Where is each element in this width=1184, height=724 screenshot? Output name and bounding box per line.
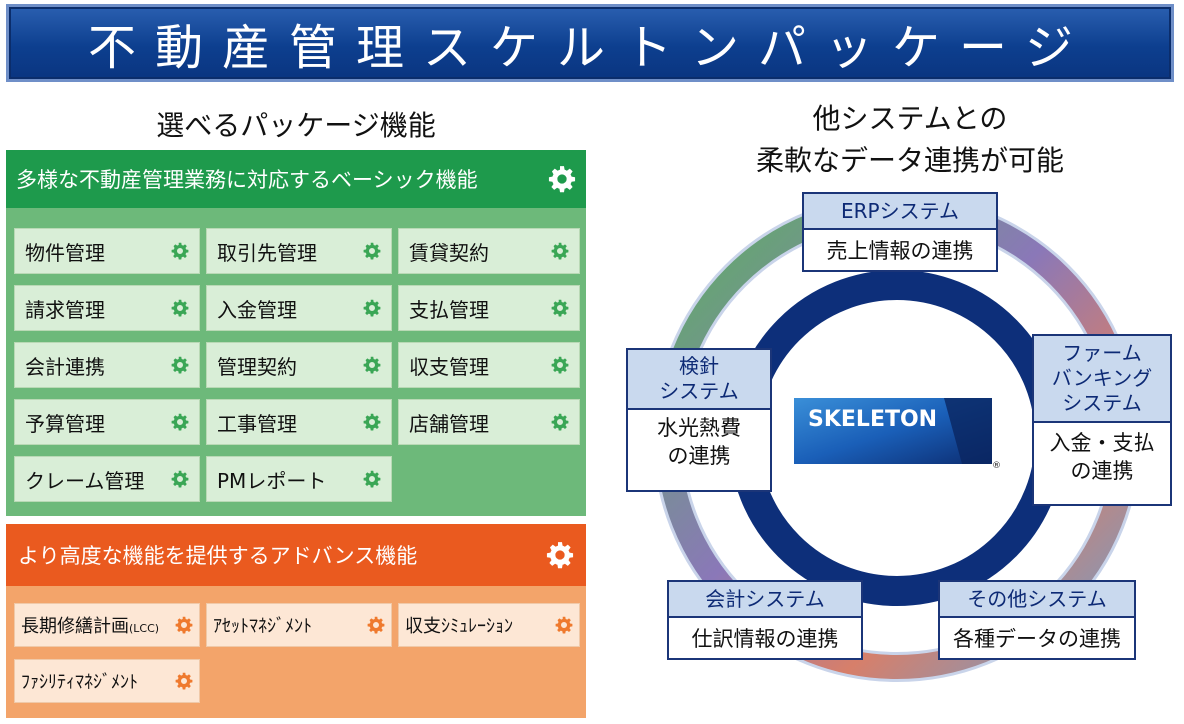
right-heading-line2: 柔軟なデータ連携が可能 xyxy=(755,144,1064,177)
advanced-item: ｱｾｯﾄﾏﾈｼﾞﾒﾝﾄ xyxy=(206,603,392,647)
feature-item: 支払管理 xyxy=(398,285,580,331)
advanced-features-title: より高度な機能を提供するアドバンス機能 xyxy=(18,544,418,568)
basic-features-header: 多様な不動産管理業務に対応するベーシック機能 xyxy=(6,150,586,208)
page-title: 不動産管理スケルトンパッケージ xyxy=(87,20,1093,76)
meter-system-title: 検針 システム xyxy=(628,350,770,410)
logo-text: SKELETON xyxy=(808,407,937,432)
banking-system-box: ファーム バンキング システム 入金・支払 の連携 xyxy=(1032,334,1172,506)
other-system-title: その他システム xyxy=(940,582,1134,618)
feature-label: 予算管理 xyxy=(25,411,105,436)
advanced-label: 長期修繕計画(LCC) xyxy=(21,612,159,638)
feature-item: PMレポート xyxy=(206,456,392,502)
feature-item: 管理契約 xyxy=(206,342,392,388)
meter-body-line: 水光熱費 xyxy=(657,416,741,440)
feature-label: 収支管理 xyxy=(409,354,489,379)
feature-label: クレーム管理 xyxy=(25,468,145,493)
feature-item: 賃貸契約 xyxy=(398,228,580,274)
left-heading: 選べるパッケージ機能 xyxy=(156,109,436,142)
banking-system-title: ファーム バンキング システム xyxy=(1034,336,1170,423)
feature-item: 会計連携 xyxy=(14,342,200,388)
other-system-body: 各種データの連携 xyxy=(953,627,1121,651)
advanced-features-header: より高度な機能を提供するアドバンス機能 xyxy=(6,524,586,586)
erp-system-body: 売上情報の連携 xyxy=(826,239,974,263)
other-system-box: その他システム 各種データの連携 xyxy=(938,580,1136,660)
feature-label: 物件管理 xyxy=(25,240,105,265)
meter-system-body: 水光熱費 の連携 xyxy=(628,410,770,474)
feature-label: PMレポート xyxy=(217,468,327,493)
banking-title-line: ファーム xyxy=(1062,341,1142,365)
feature-label: 請求管理 xyxy=(25,297,105,322)
accounting-system-box: 会計システム 仕訳情報の連携 xyxy=(667,580,863,660)
basic-features-title: 多様な不動産管理業務に対応するベーシック機能 xyxy=(16,168,478,192)
advanced-label: ｱｾｯﾄﾏﾈｼﾞﾒﾝﾄ xyxy=(213,616,312,637)
feature-label: 管理契約 xyxy=(217,354,297,379)
feature-label: 取引先管理 xyxy=(217,240,317,265)
meter-title-line: 検針 xyxy=(679,354,719,378)
right-heading: 他システムとの 柔軟なデータ連携が可能 xyxy=(640,98,1180,182)
feature-label: 会計連携 xyxy=(25,354,105,379)
banking-body-line: 入金・支払 xyxy=(1049,431,1155,455)
accounting-system-title: 会計システム xyxy=(669,582,861,618)
banking-title-line: バンキング xyxy=(1051,366,1153,390)
feature-label: 入金管理 xyxy=(217,297,297,322)
feature-item: 予算管理 xyxy=(14,399,200,445)
basic-features-panel: 多様な不動産管理業務に対応するベーシック機能 xyxy=(6,150,586,516)
banking-system-body: 入金・支払 の連携 xyxy=(1034,423,1170,491)
advanced-item: ﾌｧｼﾘﾃｨﾏﾈｼﾞﾒﾝﾄ xyxy=(14,659,200,703)
advanced-item: 長期修繕計画(LCC) xyxy=(14,603,200,647)
accounting-system-body: 仕訳情報の連携 xyxy=(691,627,839,651)
feature-item: 請求管理 xyxy=(14,285,200,331)
feature-item: 入金管理 xyxy=(206,285,392,331)
advanced-label: ﾌｧｼﾘﾃｨﾏﾈｼﾞﾒﾝﾄ xyxy=(21,672,138,693)
feature-item: 収支管理 xyxy=(398,342,580,388)
title-banner: 不動産管理スケルトンパッケージ xyxy=(6,4,1174,82)
feature-item: クレーム管理 xyxy=(14,456,200,502)
feature-item: 工事管理 xyxy=(206,399,392,445)
advanced-item: 収支ｼﾐｭﾚｰｼｮﾝ xyxy=(398,603,580,647)
advanced-label: 収支ｼﾐｭﾚｰｼｮﾝ xyxy=(405,616,513,637)
skeleton-logo: SKELETON ® xyxy=(794,398,1000,468)
advanced-label-sub: (LCC) xyxy=(129,622,160,635)
feature-label: 賃貸契約 xyxy=(409,240,489,265)
logo-accent xyxy=(944,398,992,464)
feature-item: 店舗管理 xyxy=(398,399,580,445)
banking-title-line: システム xyxy=(1062,391,1142,415)
erp-system-box: ERPシステム 売上情報の連携 xyxy=(802,192,998,272)
right-heading-line1: 他システムとの xyxy=(812,102,1008,135)
erp-system-title: ERPシステム xyxy=(804,194,996,230)
logo-registered-mark: ® xyxy=(992,461,1000,468)
advanced-label-main: 長期修繕計画 xyxy=(21,616,129,637)
feature-label: 店舗管理 xyxy=(409,411,489,436)
feature-label: 工事管理 xyxy=(217,411,297,436)
meter-title-line: システム xyxy=(659,379,739,403)
banking-body-line: の連携 xyxy=(1070,459,1134,483)
feature-item: 取引先管理 xyxy=(206,228,392,274)
feature-item: 物件管理 xyxy=(14,228,200,274)
meter-system-box: 検針 システム 水光熱費 の連携 xyxy=(626,348,772,492)
meter-body-line: の連携 xyxy=(667,444,731,468)
feature-label: 支払管理 xyxy=(409,297,489,322)
